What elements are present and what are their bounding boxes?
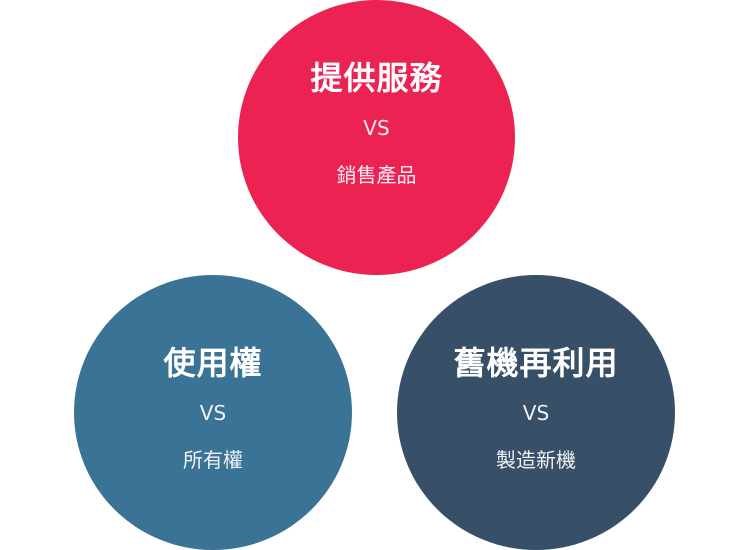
circle-title: 使用權 [163, 343, 263, 382]
circle-subtitle: 製造新機 [496, 447, 576, 472]
circle-vs-label: VS [522, 400, 550, 425]
circle-vs-label: VS [199, 400, 227, 425]
circle-subtitle: 所有權 [183, 447, 243, 472]
circle-vs-label: VS [363, 115, 390, 140]
circle-provide-service: 提供服務 VS 銷售產品 [238, 0, 515, 275]
circle-title: 提供服務 [310, 58, 443, 97]
circle-subtitle: 銷售產品 [336, 162, 417, 187]
circle-reuse-old-devices: 舊機再利用 VS 製造新機 [397, 275, 675, 550]
circle-title: 舊機再利用 [453, 343, 619, 382]
circle-usage-rights: 使用權 VS 所有權 [74, 275, 352, 550]
